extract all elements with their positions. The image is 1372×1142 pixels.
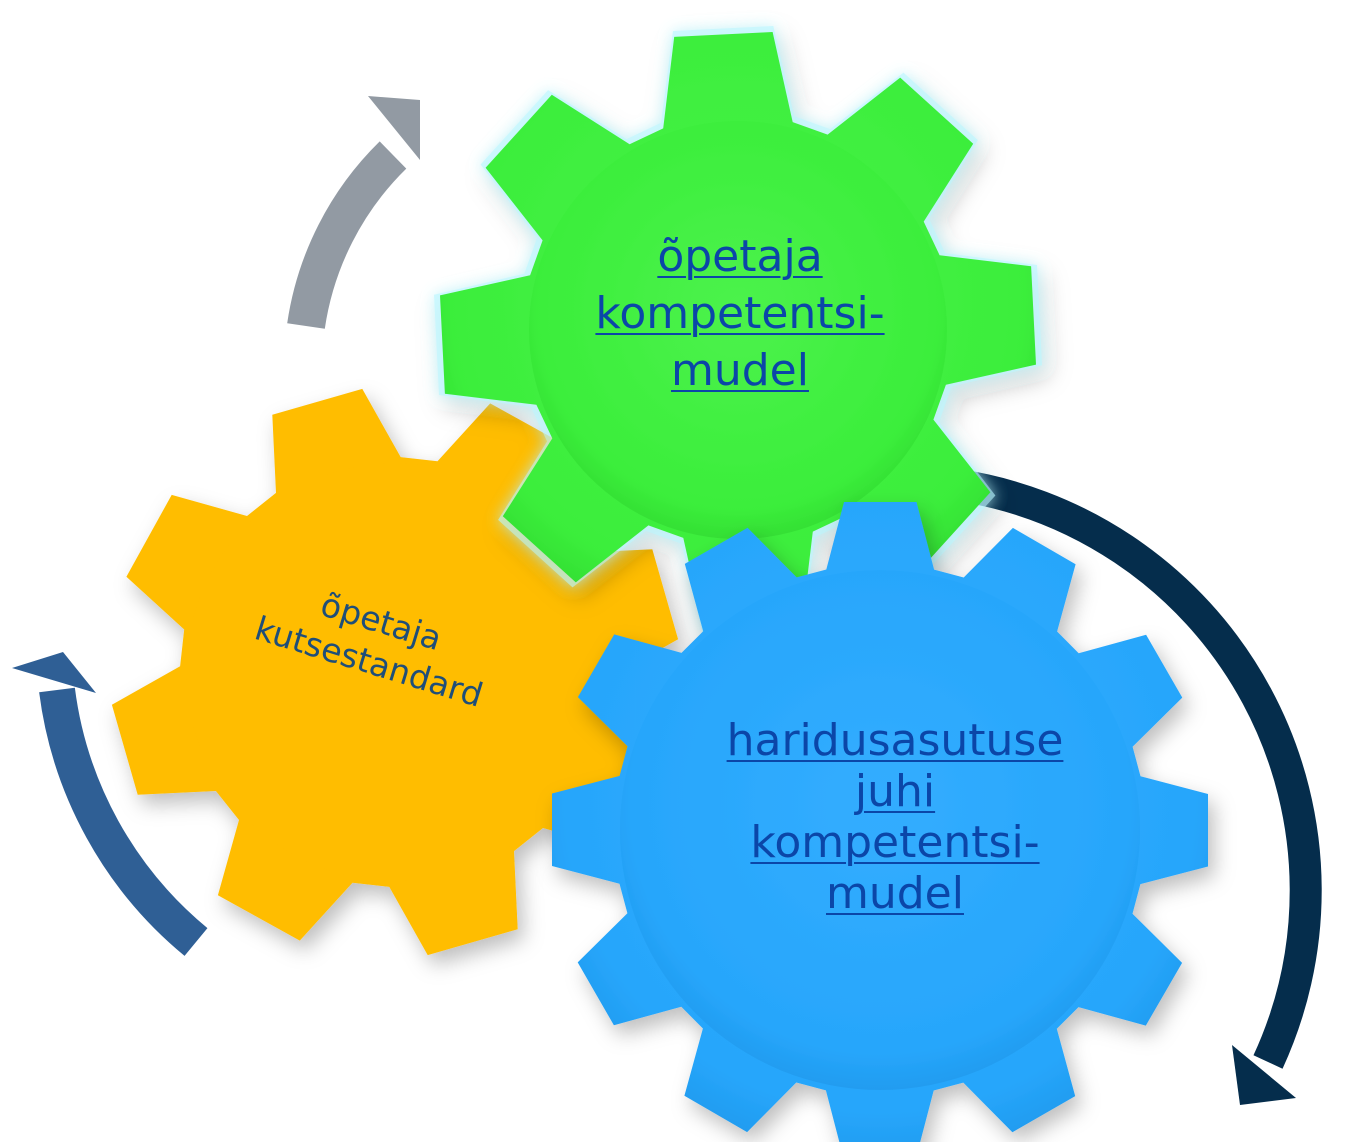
cycle-arrow-navy (955, 469, 1322, 1105)
gear-label-blue[interactable]: haridusasutuse juhi kompetentsi- mudel (700, 715, 1090, 919)
gear-hub (620, 570, 1140, 1090)
cycle-arrow-blue (12, 652, 208, 956)
gear-label-green[interactable]: õpetaja kompetentsi- mudel (560, 228, 920, 399)
gear-label-line[interactable]: juhi (854, 766, 936, 817)
link-opetaja-kompetentsimudel[interactable]: õpetaja kompetentsi- mudel (560, 228, 920, 399)
link-juhi-kompetentsimudel[interactable]: haridusasutuse juhi kompetentsi- mudel (700, 715, 1090, 919)
gear-hub (186, 463, 604, 881)
gear-opetaja-kompetentsimudel (434, 26, 1042, 634)
gear-label-line[interactable]: mudel (671, 345, 809, 396)
gear-hub (529, 121, 947, 539)
cycle-arrow-gray (287, 96, 420, 329)
gear-label-line[interactable]: mudel (826, 868, 964, 919)
gear-label-line[interactable]: kompetentsi- (595, 288, 885, 339)
gear-label-line[interactable]: kompetentsi- (750, 817, 1040, 868)
gear-haridusasutuse-juhi-kompetentsimudel (552, 502, 1208, 1142)
gear-label-line[interactable]: haridusasutuse (726, 715, 1064, 766)
gear-label-line[interactable]: õpetaja (657, 231, 823, 282)
